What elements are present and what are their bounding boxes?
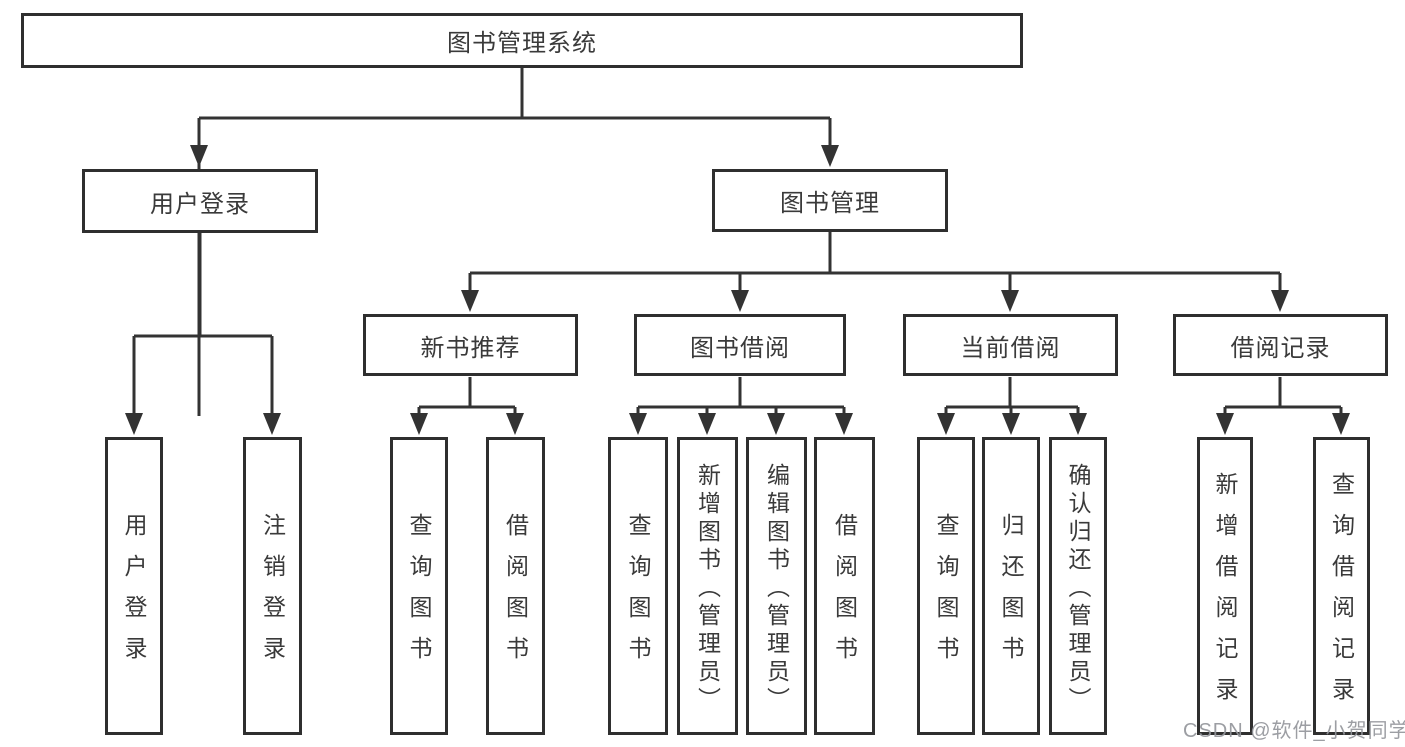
leaf-borrow-query-book: 查询图书: [608, 437, 668, 735]
node-label: 借阅图书: [831, 513, 858, 677]
connector-root: [197, 68, 832, 416]
arrow-leaf-current-return: [1002, 413, 1020, 435]
connector-current-borrow: [944, 377, 1080, 419]
node-label: 图书管理: [780, 190, 880, 217]
arrow-new-book-recommend: [461, 290, 479, 312]
connector-new-book-recommend: [417, 377, 517, 419]
node-label: 确认归还（管理员）: [1065, 462, 1091, 715]
connector-user-login: [132, 233, 274, 419]
node-label: 图书管理系统: [447, 30, 597, 57]
node-user-login: 用户登录: [82, 169, 318, 233]
node-label: 新增图书（管理员）: [694, 462, 721, 715]
leaf-current-return-book: 归还图书: [982, 437, 1040, 735]
node-label: 归还图书: [998, 513, 1024, 677]
node-label: 查询借阅记录: [1328, 472, 1355, 718]
leaf-user-login: 用户登录: [105, 437, 163, 735]
arrow-leaf-logout: [263, 413, 281, 435]
leaf-newrec-borrow-book: 借阅图书: [486, 437, 545, 735]
leaf-records-query-record: 查询借阅记录: [1313, 437, 1370, 735]
node-label: 注销登录: [259, 513, 286, 677]
leaf-current-confirm-return-admin: 确认归还（管理员）: [1049, 437, 1107, 735]
node-label: 借阅图书: [502, 513, 529, 677]
connector-paths: [132, 68, 1343, 419]
arrow-book-management: [821, 145, 839, 167]
arrow-leaf-current-confirm: [1069, 413, 1087, 435]
node-borrow-records: 借阅记录: [1173, 314, 1388, 376]
arrow-leaf-current-query: [937, 413, 955, 435]
node-label: 新增借阅记录: [1212, 472, 1238, 718]
arrow-leaf-borrow-edit: [767, 413, 785, 435]
node-label: 当前借阅: [960, 334, 1061, 362]
arrow-borrow-records: [1271, 290, 1289, 312]
node-root: 图书管理系统: [21, 13, 1023, 68]
leaf-logout: 注销登录: [243, 437, 302, 735]
connector-book-management: [468, 232, 1282, 296]
arrow-leaf-borrow-borrow: [835, 413, 853, 435]
connector-book-borrow: [636, 377, 846, 419]
arrow-leaf-borrow-add: [698, 413, 716, 435]
arrow-leaf-user-login: [125, 413, 143, 435]
node-label: 用户登录: [121, 513, 147, 677]
leaf-records-add-record: 新增借阅记录: [1197, 437, 1253, 735]
node-book-management: 图书管理: [712, 169, 948, 232]
leaf-borrow-edit-book-admin: 编辑图书（管理员）: [746, 437, 807, 735]
node-label: 新书推荐: [420, 334, 521, 362]
node-current-borrow: 当前借阅: [903, 314, 1118, 376]
leaf-borrow-add-book-admin: 新增图书（管理员）: [677, 437, 738, 735]
leaf-current-query-book: 查询图书: [917, 437, 975, 735]
arrow-current-borrow: [1001, 290, 1019, 312]
leaf-borrow-borrow-book: 借阅图书: [814, 437, 875, 735]
node-new-book-recommend: 新书推荐: [363, 314, 578, 376]
arrow-leaf-newrec-query: [410, 413, 428, 435]
node-label: 借阅记录: [1230, 334, 1331, 362]
node-book-borrow: 图书借阅: [634, 314, 846, 376]
node-label: 查询图书: [625, 513, 651, 677]
arrowheads: [125, 145, 1350, 435]
node-label: 图书借阅: [690, 334, 790, 362]
arrow-leaf-borrow-query: [629, 413, 647, 435]
node-label: 编辑图书（管理员）: [763, 462, 790, 715]
watermark: CSDN @软件_小贺同学: [1183, 720, 1405, 742]
arrow-book-borrow: [731, 290, 749, 312]
arrow-leaf-records-add: [1216, 413, 1234, 435]
node-label: 用户登录: [150, 190, 250, 218]
connector-borrow-records: [1223, 377, 1343, 419]
arrow-user-login: [190, 145, 208, 167]
arrow-leaf-records-query: [1332, 413, 1350, 435]
arrow-leaf-newrec-borrow: [506, 413, 524, 435]
node-label: 查询图书: [933, 513, 959, 677]
node-label: 查询图书: [406, 513, 432, 677]
leaf-newrec-query-book: 查询图书: [390, 437, 448, 735]
